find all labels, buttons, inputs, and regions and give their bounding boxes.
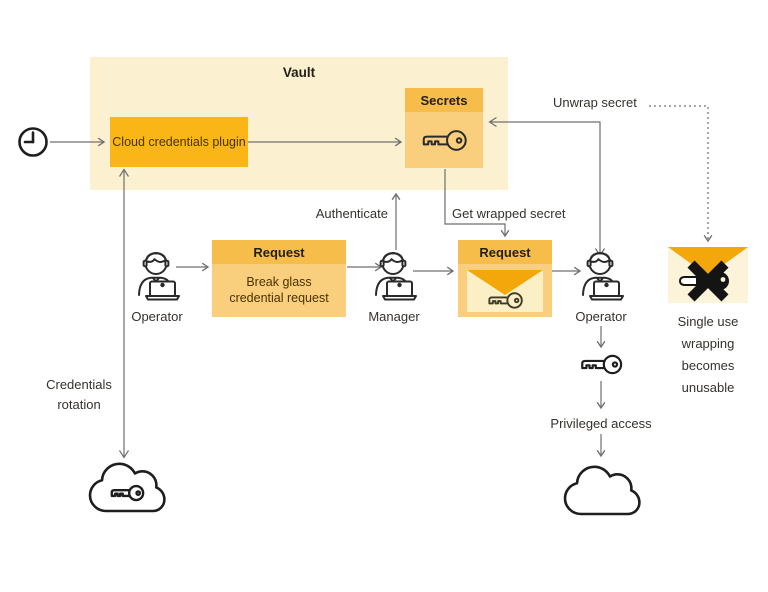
secrets-body: [405, 112, 483, 168]
cloud-key-icon: [86, 458, 166, 524]
request2-box: Request: [458, 240, 552, 317]
person-laptop-icon-operator1: [134, 250, 180, 307]
cloud-icon: [561, 462, 641, 526]
operator1-label: Operator: [131, 309, 183, 324]
envelope-key-icon: [467, 269, 543, 312]
secrets-title: Secrets: [405, 88, 483, 112]
operator2-label: Operator: [575, 309, 627, 324]
request1-body: Break glass credential request: [212, 264, 346, 317]
person-laptop-icon-manager: [371, 250, 417, 307]
unwrap-secret-label: Unwrap secret: [553, 95, 637, 110]
cloud-credentials-plugin-box: Cloud credentials plugin: [110, 117, 248, 167]
request1-title: Request: [212, 240, 346, 264]
get-wrapped-secret-label: Get wrapped secret: [452, 206, 566, 221]
request1-box: Request Break glass credential request: [212, 240, 346, 317]
single-use-label: Single use wrapping becomes unusable: [677, 314, 739, 395]
authenticate-label: Authenticate: [315, 206, 388, 221]
privileged-access-label: Privileged access: [550, 416, 652, 431]
key-icon-privileged: [577, 352, 625, 377]
credentials-rotation-label: Credentials rotation: [46, 377, 112, 412]
manager-label: Manager: [368, 309, 420, 324]
request2-title: Request: [458, 240, 552, 264]
envelope-crossed-key-icon: [668, 247, 748, 303]
clock-icon: [16, 125, 50, 159]
request2-body: [458, 264, 552, 317]
person-laptop-icon-operator2: [578, 250, 624, 307]
key-icon: [418, 127, 470, 154]
cloud-credentials-plugin-label: Cloud credentials plugin: [112, 135, 246, 149]
vault-title: Vault: [282, 65, 316, 80]
secrets-box: Secrets: [405, 88, 483, 168]
